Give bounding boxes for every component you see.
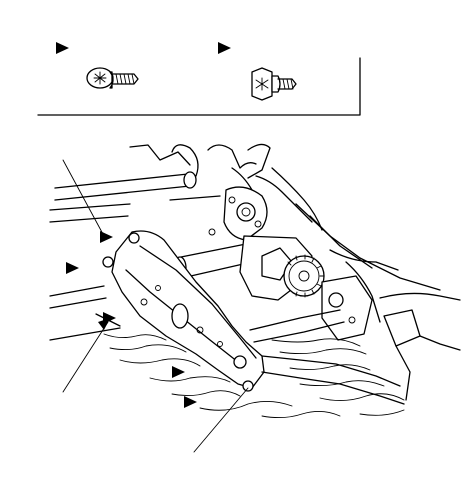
leader-line xyxy=(62,321,109,393)
fastener-legend xyxy=(37,42,361,116)
seat-frame-assembly xyxy=(49,143,461,419)
right-floor-bracket xyxy=(321,275,373,341)
side-bolt xyxy=(102,256,114,268)
legend-arrow-marker xyxy=(56,42,69,54)
frame-cutout xyxy=(171,303,189,329)
left-side-frame xyxy=(111,230,265,389)
leader-line xyxy=(62,159,105,237)
front-pivot-bolt xyxy=(233,355,247,369)
marker-arrow xyxy=(98,318,110,330)
legend-arrow-marker xyxy=(218,42,231,54)
torx-shoulder-bolt-icon xyxy=(251,67,297,101)
adjuster-gear xyxy=(283,255,325,297)
cross-rod xyxy=(54,173,189,189)
legend-box-frame xyxy=(37,57,361,116)
fastener-markers xyxy=(66,231,197,408)
marker-arrow xyxy=(172,366,185,378)
marker-arrow xyxy=(66,262,79,274)
torx-flange-screw-icon xyxy=(86,67,139,89)
upper-pivot-bolt xyxy=(128,232,140,244)
lower-bolt xyxy=(242,380,254,392)
marker-arrow xyxy=(184,396,197,408)
seat-back-frame xyxy=(129,144,191,166)
leader-lines xyxy=(62,159,249,453)
floor-contours xyxy=(103,333,405,419)
leader-line xyxy=(193,387,249,453)
